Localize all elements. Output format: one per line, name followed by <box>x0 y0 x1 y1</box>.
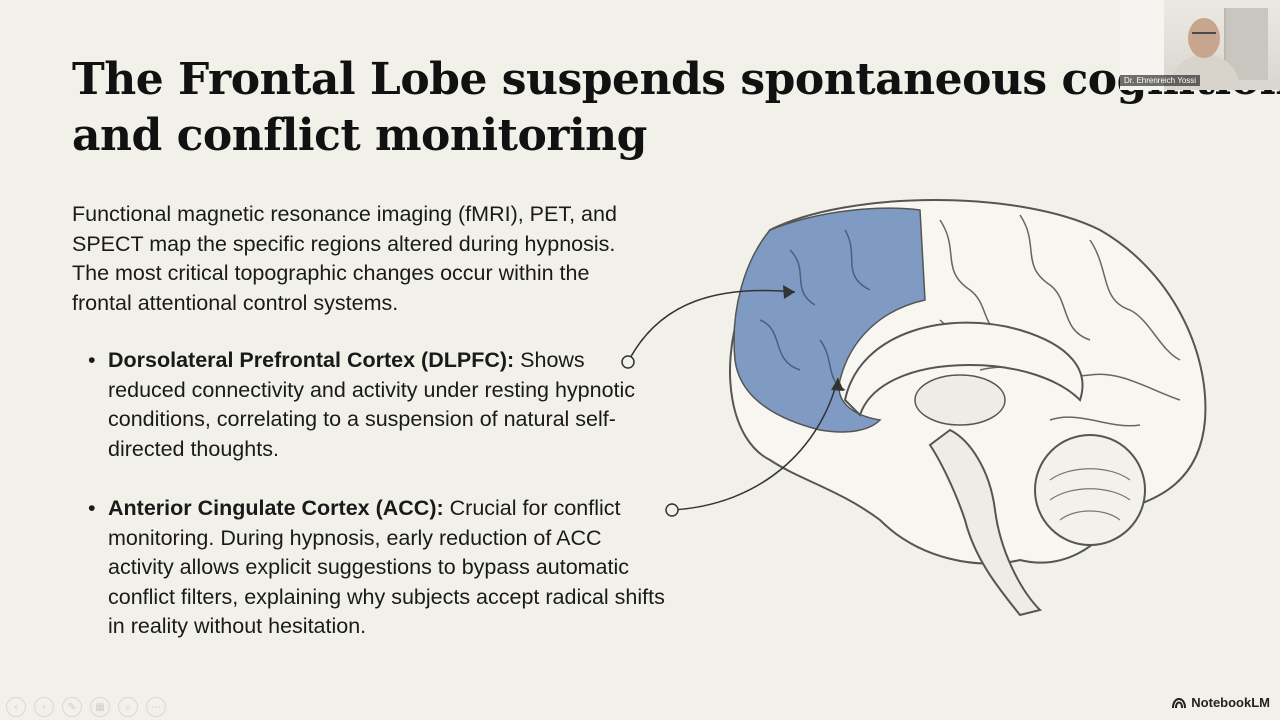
frontal-highlight <box>733 207 926 433</box>
bullet-text: Shows reduced connectivity and activity … <box>108 348 636 461</box>
webcam-tile[interactable]: Dr. Ehrenreich Yossi <box>1120 0 1280 90</box>
brain-illustration <box>621 199 1207 617</box>
connector-dlpfc <box>627 289 796 363</box>
pen-icon[interactable]: ✎ <box>62 697 82 717</box>
intro-paragraph: Functional magnetic resonance imaging (f… <box>72 202 617 315</box>
bullet-dot: • <box>88 348 96 372</box>
prev-icon[interactable]: ‹ <box>6 697 26 717</box>
next-icon[interactable]: › <box>34 697 54 717</box>
bullet-term: Dorsolateral Prefrontal Cortex (DLPFC): <box>108 348 515 372</box>
bullet-term: Anterior Cingulate Cortex (ACC): <box>108 496 444 520</box>
cam-person-glasses <box>1192 32 1216 39</box>
corpus-callosum <box>843 321 1084 417</box>
slide-title: The Frontal Lobe suspends spontaneous co… <box>72 52 1280 164</box>
connector-acc <box>671 377 839 511</box>
title-line-2: and conflict monitoring <box>72 110 647 161</box>
bullet-acc: • Anterior Cingulate Cortex (ACC): Cruci… <box>88 494 668 642</box>
bullet-dot: • <box>88 496 96 520</box>
thalamus <box>914 374 1006 426</box>
branding-label: NotebookLM <box>1191 695 1270 710</box>
webcam-name-label: Dr. Ehrenreich Yossi <box>1120 75 1201 86</box>
bullet-dlpfc: • Dorsolateral Prefrontal Cortex (DLPFC)… <box>88 346 668 464</box>
cerebellum <box>1034 434 1146 546</box>
bullet-list: • Dorsolateral Prefrontal Cortex (DLPFC)… <box>88 346 668 642</box>
connector-acc-origin <box>665 503 679 517</box>
title-line-1: The Frontal Lobe suspends spontaneous co… <box>72 54 1280 105</box>
connector-dlpfc-origin <box>621 355 635 369</box>
bullet-text: Crucial for conflict monitoring. During … <box>108 496 665 638</box>
cam-person-head <box>1188 18 1220 58</box>
grid-icon[interactable]: ▦ <box>90 697 110 717</box>
notebooklm-logo-icon <box>1172 697 1187 708</box>
arrowhead-acc <box>831 378 844 391</box>
zoom-icon[interactable]: ⌕ <box>118 697 138 717</box>
brainstem <box>928 428 1042 617</box>
more-icon[interactable]: ⋯ <box>146 697 166 717</box>
notebooklm-branding: NotebookLM <box>1172 695 1270 710</box>
presentation-toolbar: ‹ › ✎ ▦ ⌕ ⋯ <box>6 697 166 717</box>
arrowhead-dlpfc <box>783 285 795 299</box>
